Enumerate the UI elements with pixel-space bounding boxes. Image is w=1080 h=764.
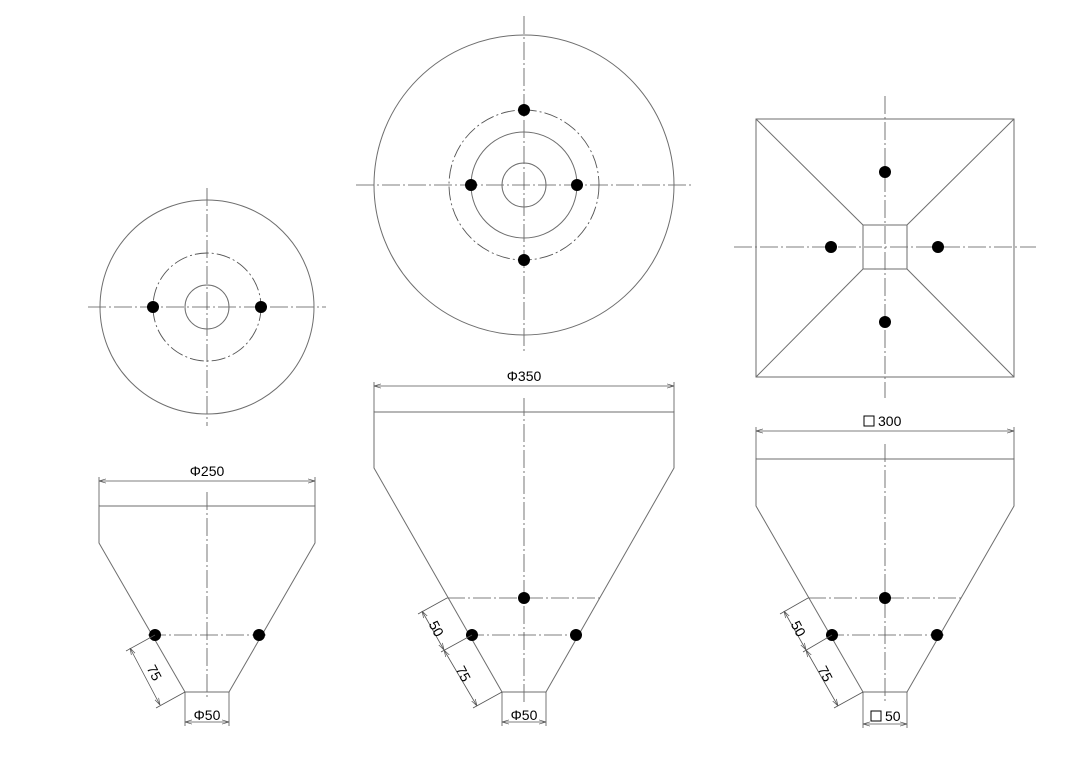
outlet-circle xyxy=(501,162,547,208)
outlet-diameter-label: Φ50 xyxy=(511,707,538,723)
sensor-point xyxy=(879,592,891,604)
dimension-line xyxy=(784,611,806,650)
dimension-line xyxy=(806,650,838,706)
sensor-point xyxy=(255,301,267,313)
outer-rim-circle xyxy=(373,34,675,336)
extension-line xyxy=(833,691,864,709)
outlet-diameter-label: Φ50 xyxy=(194,707,221,723)
sensor-point xyxy=(253,629,265,641)
dimension-line xyxy=(130,648,160,705)
medium-hopper-top-view xyxy=(356,16,692,352)
outer-square xyxy=(755,118,1015,378)
sensor-point xyxy=(571,179,583,191)
extension-line xyxy=(440,634,473,653)
sensor-point xyxy=(465,179,477,191)
edge-line xyxy=(906,118,1015,226)
sensor-point xyxy=(147,301,159,313)
edge-line xyxy=(755,118,864,226)
dimension-line xyxy=(444,650,477,706)
sensor-point xyxy=(518,254,530,266)
top-diameter-label: Φ350 xyxy=(507,368,542,384)
sensor-point xyxy=(932,241,944,253)
small-hopper-top-view xyxy=(88,188,326,426)
extension-line xyxy=(472,691,503,709)
sensor-point xyxy=(879,166,891,178)
top-diameter-label: Φ250 xyxy=(190,463,225,479)
sensor-point xyxy=(518,592,530,604)
sensor-point xyxy=(879,316,891,328)
upper-height-label: 50 xyxy=(426,618,448,639)
edge-line xyxy=(906,268,1015,378)
lower-height-label: 75 xyxy=(453,663,475,684)
sensor-point xyxy=(931,629,943,641)
square-symbol-icon xyxy=(870,710,882,722)
outlet-square xyxy=(862,224,908,270)
square-hopper-side-view: 300 50 50 75 xyxy=(755,413,1015,728)
outlet-width-label: 50 xyxy=(885,708,901,724)
top-width-label: 300 xyxy=(878,413,902,429)
small-hopper-side-view: Φ250 Φ50 75 xyxy=(98,463,316,726)
outlet-circle xyxy=(184,284,230,330)
extension-line xyxy=(155,691,186,709)
sensor-point xyxy=(570,629,582,641)
sensor-point xyxy=(518,104,530,116)
sensor-point xyxy=(825,241,837,253)
square-symbol-icon xyxy=(863,415,875,427)
lower-height-label: 75 xyxy=(815,663,837,684)
square-hopper-top-view xyxy=(734,96,1036,398)
medium-hopper-side-view: Φ350 Φ50 50 75 xyxy=(373,368,675,726)
dimension-line xyxy=(422,611,444,650)
height-label: 75 xyxy=(144,662,166,683)
edge-line xyxy=(755,268,864,378)
upper-height-label: 50 xyxy=(788,618,810,639)
extension-line xyxy=(802,634,833,653)
outer-rim-circle xyxy=(99,199,315,415)
